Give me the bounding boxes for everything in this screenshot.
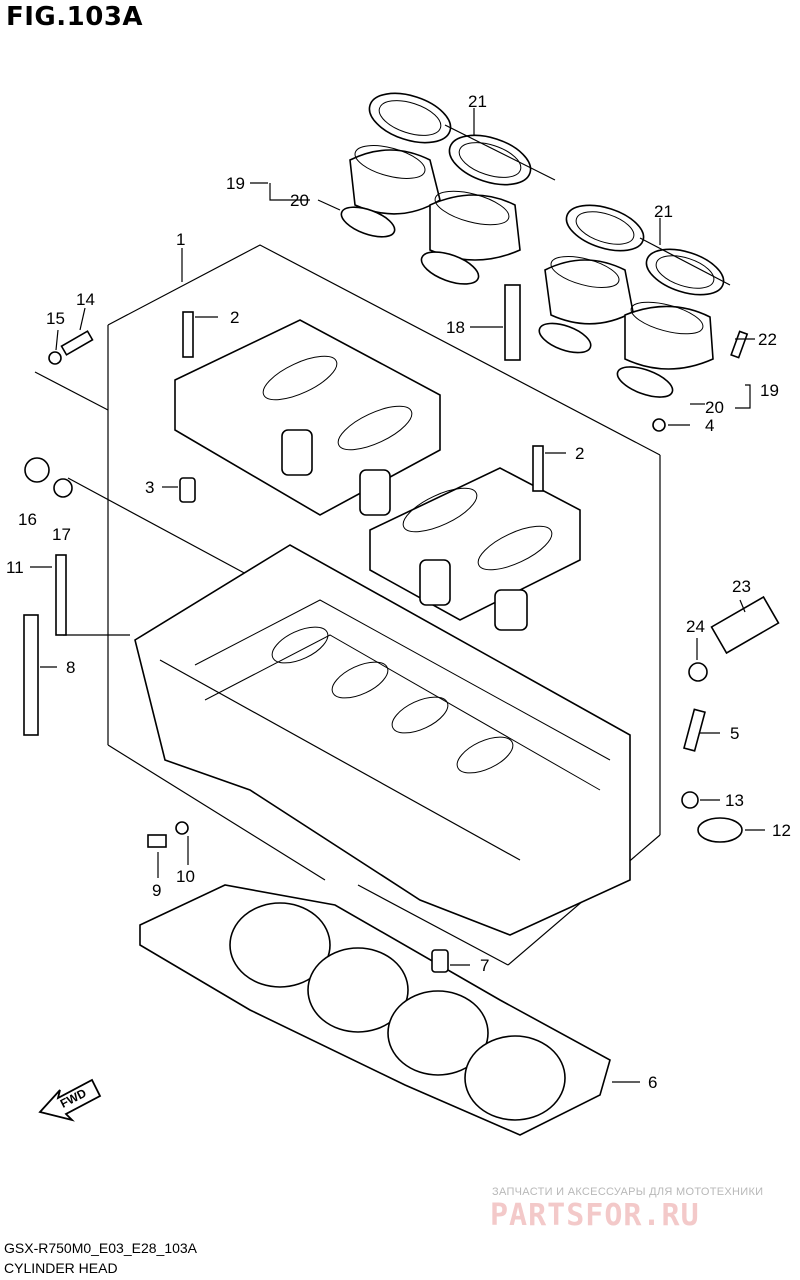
callout-18: 18 bbox=[446, 318, 465, 337]
callout-15: 15 bbox=[46, 309, 65, 328]
callout-1: 1 bbox=[176, 230, 185, 249]
intake-manifold-right bbox=[369, 467, 581, 631]
callout-8: 8 bbox=[66, 658, 75, 677]
head-gasket bbox=[139, 884, 611, 1136]
callout-20-upper: 20 bbox=[290, 191, 309, 210]
callout-14: 14 bbox=[76, 290, 95, 309]
callout-9: 9 bbox=[152, 881, 161, 900]
callout-16: 16 bbox=[18, 510, 37, 529]
callout-10: 10 bbox=[176, 867, 195, 886]
watermark-logo: PARTSFOR.RU bbox=[490, 1198, 700, 1233]
callout-3: 3 bbox=[145, 478, 154, 497]
fwd-arrow-icon: FWD bbox=[38, 1078, 102, 1122]
assembly-frame bbox=[34, 244, 661, 966]
callout-4: 4 bbox=[705, 416, 714, 435]
intake-boots-lower bbox=[538, 204, 731, 398]
callout-2-lower: 2 bbox=[575, 444, 584, 463]
callout-21-lower: 21 bbox=[654, 202, 673, 221]
callout-5: 5 bbox=[730, 724, 739, 743]
callout-23: 23 bbox=[732, 577, 751, 596]
model-code: GSX-R750M0_E03_E28_103A bbox=[4, 1240, 198, 1256]
callout-19-upper: 19 bbox=[226, 174, 245, 193]
cylinder-head-body bbox=[134, 544, 631, 936]
callout-12: 12 bbox=[772, 821, 791, 840]
watermark-tagline: ЗАПЧАСТИ И АКСЕССУАРЫ ДЛЯ МОТОТЕХНИКИ bbox=[492, 1186, 764, 1198]
callout-numbers: 1 2 2 3 4 5 6 7 8 9 10 11 12 13 14 15 16… bbox=[6, 92, 791, 1092]
callout-19-lower: 19 bbox=[760, 381, 779, 400]
callout-20-lower: 20 bbox=[705, 398, 724, 417]
callout-17: 17 bbox=[52, 525, 71, 544]
callout-21-upper: 21 bbox=[468, 92, 487, 111]
diagram-caption: CYLINDER HEAD bbox=[4, 1260, 118, 1276]
figure-title: FIG.103A bbox=[6, 2, 144, 32]
callout-11: 11 bbox=[6, 558, 24, 577]
callout-7: 7 bbox=[480, 956, 489, 975]
callout-13: 13 bbox=[725, 791, 744, 810]
small-parts bbox=[23, 284, 780, 973]
intake-manifold-left bbox=[174, 319, 441, 516]
callout-6: 6 bbox=[648, 1073, 657, 1092]
callout-2-upper: 2 bbox=[230, 308, 239, 327]
callout-22: 22 bbox=[758, 330, 777, 349]
leader-lines bbox=[30, 108, 765, 1083]
callout-24: 24 bbox=[686, 617, 705, 636]
intake-boots-upper bbox=[340, 92, 556, 285]
